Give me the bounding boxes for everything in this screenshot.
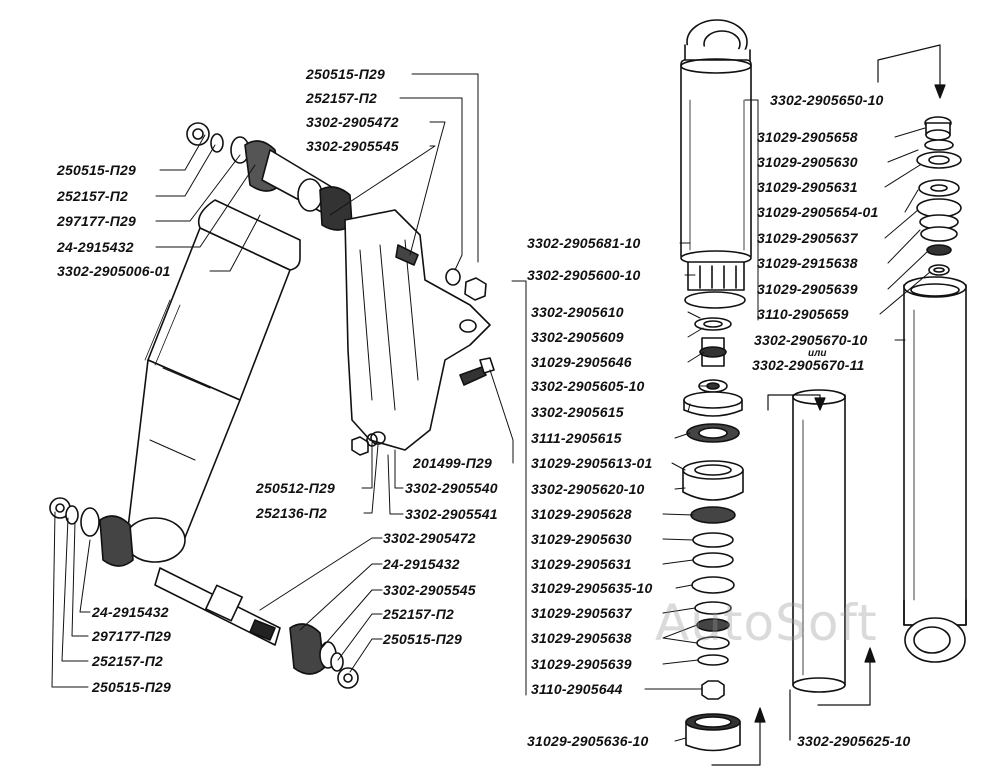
bracket-nut-top xyxy=(445,268,487,301)
assembly-arrow-middle xyxy=(711,707,766,766)
callout-31029-2905630-middle: 31029-2905630 xyxy=(531,531,632,547)
callout-252136-p2: 252136-П2 xyxy=(256,505,328,521)
callout-252157-p2-bottom-left: 252157-П2 xyxy=(92,653,164,669)
callout-3302-2905609: 3302-2905609 xyxy=(531,329,624,345)
protective-tube xyxy=(792,389,846,693)
mounting-bracket xyxy=(344,209,491,451)
callout-297177-p29-bottom-left: 297177-П29 xyxy=(92,628,172,644)
right-leader-lines xyxy=(744,99,931,341)
callout-31029-2905636-10: 31029-2905636-10 xyxy=(527,733,649,749)
callout-31029-2905639-right: 31029-2905639 xyxy=(757,281,858,297)
bracket-bolt xyxy=(459,357,495,386)
callout-3111-2905615: 3111-2905615 xyxy=(531,430,622,446)
callout-250512-p29: 250512-П29 xyxy=(256,480,336,496)
callout-31029-2905631-right: 31029-2905631 xyxy=(757,179,858,195)
callout-3302-2905670-10: 3302-2905670-10 xyxy=(754,332,868,348)
callout-3302-2905650-10: 3302-2905650-10 xyxy=(770,92,884,108)
callout-252157-p2-bottom-right: 252157-П2 xyxy=(383,606,455,622)
callout-3110-2905659: 3110-2905659 xyxy=(757,306,849,322)
callout-31029-2905646: 31029-2905646 xyxy=(531,354,632,370)
callout-31029-2905639-middle: 31029-2905639 xyxy=(531,656,632,672)
bracket-nut-bottom xyxy=(351,433,378,456)
callout-31029-2905638-middle: 31029-2905638 xyxy=(531,630,632,646)
left-leader-lines xyxy=(51,73,514,688)
callout-252157-p2-left: 252157-П2 xyxy=(57,188,129,204)
callout-250515-p29-left: 250515-П29 xyxy=(57,162,137,178)
callout-3302-2905625-10: 3302-2905625-10 xyxy=(797,733,911,749)
left-shock-body xyxy=(124,199,301,563)
callout-3302-2905615: 3302-2905615 xyxy=(531,404,624,420)
callout-3302-2905006-01: 3302-2905006-01 xyxy=(57,263,171,279)
callout-24-2915432-bottom-left: 24-2915432 xyxy=(92,604,169,620)
callout-24-2915432-bottom-right: 24-2915432 xyxy=(383,556,460,572)
callout-31029-2905637-middle: 31029-2905637 xyxy=(531,605,632,621)
callout-3302-2905610: 3302-2905610 xyxy=(531,304,624,320)
middle-shock-stack xyxy=(682,261,746,752)
callout-3302-2905545-bottom: 3302-2905545 xyxy=(383,582,476,598)
callout-31029-2905635-10: 31029-2905635-10 xyxy=(531,580,653,596)
or-label: или xyxy=(808,348,827,359)
callout-250515-p29-bottom-right: 250515-П29 xyxy=(383,631,463,647)
callout-24-2915432-left: 24-2915432 xyxy=(57,239,134,255)
callout-3302-2905540: 3302-2905540 xyxy=(405,480,498,496)
callout-3302-2905545-top: 3302-2905545 xyxy=(306,138,399,154)
right-top-arrow xyxy=(877,44,946,99)
callout-31029-2905628: 31029-2905628 xyxy=(531,506,632,522)
callout-31029-2905637-right: 31029-2905637 xyxy=(757,230,858,246)
right-shock-body xyxy=(903,276,967,663)
callout-31029-2905654-01: 31029-2905654-01 xyxy=(757,204,879,220)
callout-297177-p29-left: 297177-П29 xyxy=(57,213,137,229)
left-top-bushing-stack xyxy=(186,122,353,231)
callout-252157-p2-top: 252157-П2 xyxy=(306,90,378,106)
callout-31029-2915638-right: 31029-2915638 xyxy=(757,255,858,271)
middle-shock-upper-tube xyxy=(680,19,752,266)
autosoft-watermark: AutoSoft xyxy=(655,594,878,652)
callout-3302-2905681-10: 3302-2905681-10 xyxy=(527,235,641,251)
callout-3110-2905644: 3110-2905644 xyxy=(531,681,623,697)
callout-3302-2905472-top: 3302-2905472 xyxy=(306,114,399,130)
callout-3302-2905600-10: 3302-2905600-10 xyxy=(527,267,641,283)
callout-3302-2905670-11: 3302-2905670-11 xyxy=(752,357,865,373)
right-top-stack xyxy=(916,116,962,276)
callout-3302-2905605-10: 3302-2905605-10 xyxy=(531,378,645,394)
callout-31029-2905658: 31029-2905658 xyxy=(757,129,858,145)
callout-31029-2905631-middle: 31029-2905631 xyxy=(531,556,632,572)
callout-250515-p29-top: 250515-П29 xyxy=(306,66,386,82)
callout-31029-2905613-01: 31029-2905613-01 xyxy=(531,455,653,471)
callout-201499-p29: 201499-П29 xyxy=(413,455,493,471)
middle-leader-lines xyxy=(511,242,709,742)
center-arrows xyxy=(767,394,876,741)
callout-3302-2905472-bottom: 3302-2905472 xyxy=(383,530,476,546)
callout-3302-2905541: 3302-2905541 xyxy=(405,506,498,522)
callout-31029-2905630-right: 31029-2905630 xyxy=(757,154,858,170)
callout-3302-2905620-10: 3302-2905620-10 xyxy=(531,481,645,497)
callout-250515-p29-bottom-left: 250515-П29 xyxy=(92,679,172,695)
